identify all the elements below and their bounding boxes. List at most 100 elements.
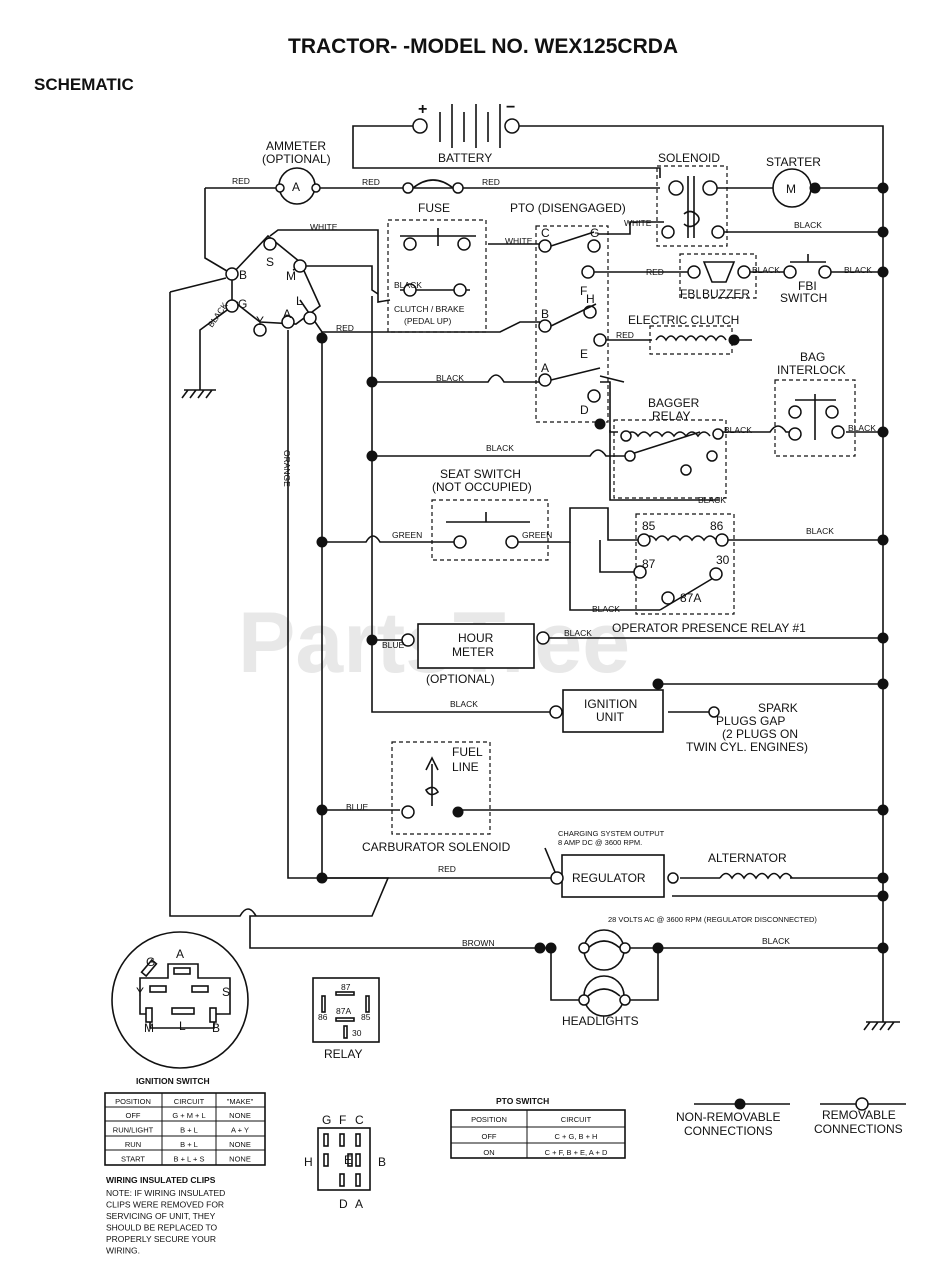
pto-term-e: E [580,347,588,361]
pto-face-g: G [322,1113,331,1127]
ground-symbol-left [181,389,216,399]
ignition-switch-face [111,931,249,1069]
ignition-table [104,1092,266,1166]
pto-table-header: POSITION [471,1115,507,1124]
ignition-table-header: CIRCUIT [174,1097,205,1106]
wire-label-black-7: BLACK [848,423,876,433]
wire-label-black-1: BLACK [794,220,822,230]
wire-label-green-1: GREEN [392,530,422,540]
wiring-note-line: PROPERLY SECURE YOUR [106,1234,216,1244]
ign-term-m: M [286,269,296,283]
wiring-note-line: SHOULD BE REPLACED TO [106,1223,218,1233]
wire-label-black-14: BLACK [762,936,790,946]
relay-term-86: 86 [710,519,724,533]
ignition-table-cell: NONE [229,1155,251,1164]
carburetor-solenoid [391,741,491,835]
pto-face-h: H [304,1155,313,1169]
fuel-line-label-1: FUEL [452,745,483,759]
legend [694,1097,906,1111]
bag-interlock-label-1: BAG [800,350,825,364]
pto-term-b: B [541,307,549,321]
headlights-label: HEADLIGHTS [562,1014,639,1028]
wire-label-red-7: RED [438,864,456,874]
legend-non-removable-1: NON-REMOVABLE [676,1110,780,1124]
battery-minus: − [506,99,515,116]
bagger-relay-label-2: RELAY [652,409,690,423]
ign-term-s: S [266,255,274,269]
wire-label-black-6: BLACK [724,425,752,435]
ign-face-b: B [212,1021,220,1035]
wire-label-black-12: BLACK [564,628,592,638]
ign-term-a: A [283,307,291,321]
wire-label-black-15: BLACK [205,300,229,329]
relay-face-85: 85 [361,1012,371,1022]
wire-label-red-2: RED [362,177,380,187]
ign-face-y: Y [136,985,144,999]
relay-face-87a: 87A [336,1006,351,1016]
fbi-switch [783,254,832,279]
ignition-table-header: "MAKE" [227,1097,254,1106]
wiring-note-line: NOTE: IF WIRING INSULATED [106,1188,225,1198]
wiring-note-line: WIRING. [106,1246,140,1256]
clutch-brake-label: CLUTCH / BRAKE [394,304,465,314]
ignition-table-cell: A + Y [231,1126,249,1135]
wire-label-black-10: BLACK [806,526,834,536]
ignition-table-cell: B + L [180,1140,198,1149]
pto-term-d: D [580,403,589,417]
wiring-note-line: SERVICING OF UNIT, THEY [106,1211,216,1221]
battery-plus: + [418,101,427,118]
ignition-table-cell: G + M + L [172,1111,205,1120]
pto-face-e: E [344,1153,352,1167]
ign-face-g: G [146,955,155,969]
relay-term-85: 85 [642,519,656,533]
page-title: TRACTOR- -MODEL NO. WEX125CRDA [288,35,678,58]
ignition-unit-label-1: IGNITION [584,697,637,711]
relay-face-30: 30 [352,1028,362,1038]
hour-meter-label-1: HOUR [458,631,494,645]
bag-interlock [774,379,856,457]
wire-label-black-5: BLACK [436,373,464,383]
wire-label-black-8: BLACK [486,443,514,453]
ign-face-a: A [176,947,184,961]
ignition-table-title: IGNITION SWITCH [136,1076,210,1086]
connection-dots [316,182,889,954]
ignition-table-cell: START [121,1155,145,1164]
ign-face-m: M [144,1021,154,1035]
relay-term-87a: 87A [680,591,701,605]
relay-face-86: 86 [318,1012,328,1022]
pto-term-c: C [541,226,550,240]
legend-non-removable-symbol [734,1098,746,1110]
spark-label-3: (2 PLUGS ON [722,727,798,741]
legend-removable-2: CONNECTIONS [814,1122,903,1136]
pto-switch-face [317,1127,371,1191]
electric-clutch [649,325,733,355]
relay-face-label: RELAY [324,1047,362,1061]
relay-face [312,977,380,1043]
hour-meter-optional: (OPTIONAL) [426,672,495,686]
pto-table-header: CIRCUIT [561,1115,592,1124]
clutch-brake-pedal: (PEDAL UP) [404,316,452,326]
wire-label-white-1: WHITE [310,222,338,232]
ignition-unit [549,689,720,733]
starter-symbol: M [786,182,796,196]
pto-label: PTO (DISENGAGED) [510,201,626,215]
alternator [719,872,793,880]
ignition-unit-label-2: UNIT [596,710,625,724]
wire-label-red-1: RED [232,176,250,186]
wire-label-green-2: GREEN [522,530,552,540]
wires [169,125,884,1022]
ignition-table-cell: B + L [180,1126,198,1135]
seat-switch-state: (NOT OCCUPIED) [432,480,532,494]
op-relay-label: OPERATOR PRESENCE RELAY #1 [612,621,806,635]
ammeter: A [278,167,316,205]
pto-face-a: A [355,1197,363,1211]
ignition-switch-schematic [225,234,321,337]
carb-solenoid-label: CARBURATOR SOLENOID [362,840,511,854]
pto-term-a: A [541,361,549,375]
ign-term-y: Y [256,314,264,328]
wire-label-red-6: RED [616,330,634,340]
ignition-table-cell: RUN [125,1140,141,1149]
pto-term-h: H [586,292,595,306]
